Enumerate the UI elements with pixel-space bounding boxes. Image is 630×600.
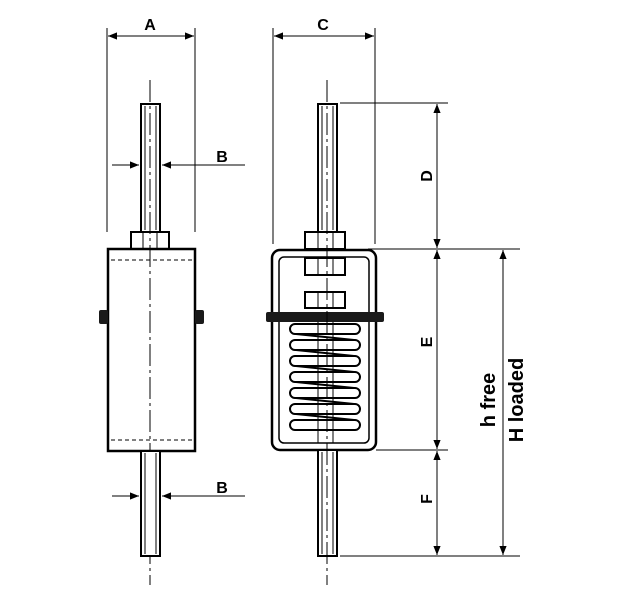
right-top-nut <box>304 231 346 250</box>
spring-nut <box>304 291 346 309</box>
spring-plate <box>266 312 384 322</box>
label-e: E <box>419 336 436 347</box>
label-h-loaded: H loaded <box>506 358 528 442</box>
dimension-e: E <box>419 250 441 449</box>
dimension-height: h free H loaded <box>478 250 528 555</box>
dimension-a: A <box>106 17 196 232</box>
label-a: A <box>144 17 156 34</box>
label-b-top: B <box>216 149 228 166</box>
inner-nut <box>304 257 346 276</box>
dimension-b-bottom: B <box>112 480 245 500</box>
label-b-bottom: B <box>216 480 228 497</box>
label-f: F <box>419 494 436 504</box>
dimension-b-top: B <box>112 149 245 169</box>
dimension-c: C <box>272 17 376 244</box>
label-c: C <box>317 17 329 34</box>
dimension-f: F <box>419 451 441 555</box>
label-d: D <box>419 170 436 182</box>
extension-lines <box>340 102 520 557</box>
left-view: A B <box>99 17 245 585</box>
right-view: C <box>266 17 528 585</box>
housing-body <box>99 247 204 453</box>
label-h-free: h free <box>478 373 500 427</box>
inner-rod <box>317 322 334 443</box>
spring-coils <box>289 323 361 431</box>
bottom-threaded-rod <box>140 450 161 557</box>
dimension-d: D <box>419 104 441 248</box>
